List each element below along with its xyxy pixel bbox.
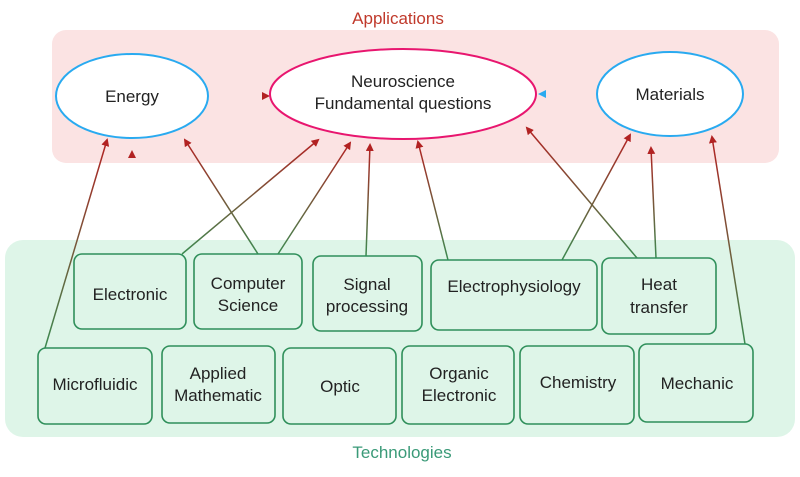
- tech-optic: Optic: [282, 347, 397, 425]
- neuroscience-label-line1: Neuroscience: [351, 72, 455, 91]
- arrow-mechanic-to-materials: [708, 135, 746, 345]
- applied-mathematic-label-line2: Mathematic: [174, 386, 262, 405]
- arrow-electronic-to-neuroscience: [181, 138, 320, 255]
- arrow-computer-science-to-neuroscience: [277, 141, 352, 255]
- technologies-title: Technologies: [352, 443, 451, 462]
- electronic-label: Electronic: [93, 285, 168, 304]
- signal-processing-label-line1: Signal: [343, 275, 390, 294]
- mechanic-label: Mechanic: [661, 374, 734, 393]
- tech-chemistry: Chemistry: [519, 345, 635, 425]
- tech-signal-processing: Signal processing: [312, 255, 423, 332]
- tech-organic-electronic: Organic Electronic: [401, 345, 515, 425]
- arrow-signal-processing-to-neuroscience: [365, 143, 374, 257]
- arrow-heat-transfer-to-neuroscience: [525, 126, 638, 259]
- heat-transfer-label-line1: Heat: [641, 275, 677, 294]
- arrow-microfluidic-to-energy: [44, 138, 110, 349]
- tech-microfluidic: Microfluidic: [37, 347, 153, 425]
- tech-computer-science: Computer Science: [193, 253, 303, 330]
- arrow-computer-science-to-energy: [183, 138, 259, 255]
- application-energy: Energy: [55, 53, 209, 139]
- energy-label: Energy: [105, 87, 159, 106]
- chemistry-label: Chemistry: [540, 373, 617, 392]
- tech-heat-transfer: Heat transfer: [601, 257, 717, 335]
- application-materials: Materials: [596, 51, 744, 137]
- optic-label: Optic: [320, 377, 360, 396]
- organic-electronic-label-line2: Electronic: [422, 386, 497, 405]
- tech-electrophysiology: Electrophysiology: [430, 259, 598, 331]
- application-neuroscience: Neuroscience Fundamental questions: [269, 48, 537, 140]
- arrow-electrophysiology-to-materials: [561, 133, 631, 261]
- materials-label: Materials: [636, 85, 705, 104]
- tech-electronic: Electronic: [73, 253, 187, 330]
- computer-science-label-line2: Science: [218, 296, 278, 315]
- electrophysiology-label: Electrophysiology: [447, 277, 581, 296]
- arrow-electrophysiology-to-neuroscience: [415, 140, 449, 261]
- applications-title: Applications: [352, 9, 444, 28]
- heat-transfer-label-line2: transfer: [630, 298, 688, 317]
- applied-mathematic-label-line1: Applied: [190, 364, 247, 383]
- tech-applied-mathematic: Applied Mathematic: [161, 345, 276, 424]
- microfluidic-label: Microfluidic: [52, 375, 138, 394]
- arrow-heat-transfer-to-materials: [647, 146, 657, 259]
- neuroscience-label-line2: Fundamental questions: [315, 94, 492, 113]
- arrows-layer: [44, 90, 746, 349]
- computer-science-label-line1: Computer: [211, 274, 286, 293]
- tech-mechanic: Mechanic: [638, 343, 754, 423]
- organic-electronic-label-line1: Organic: [429, 364, 489, 383]
- signal-processing-label-line2: processing: [326, 297, 408, 316]
